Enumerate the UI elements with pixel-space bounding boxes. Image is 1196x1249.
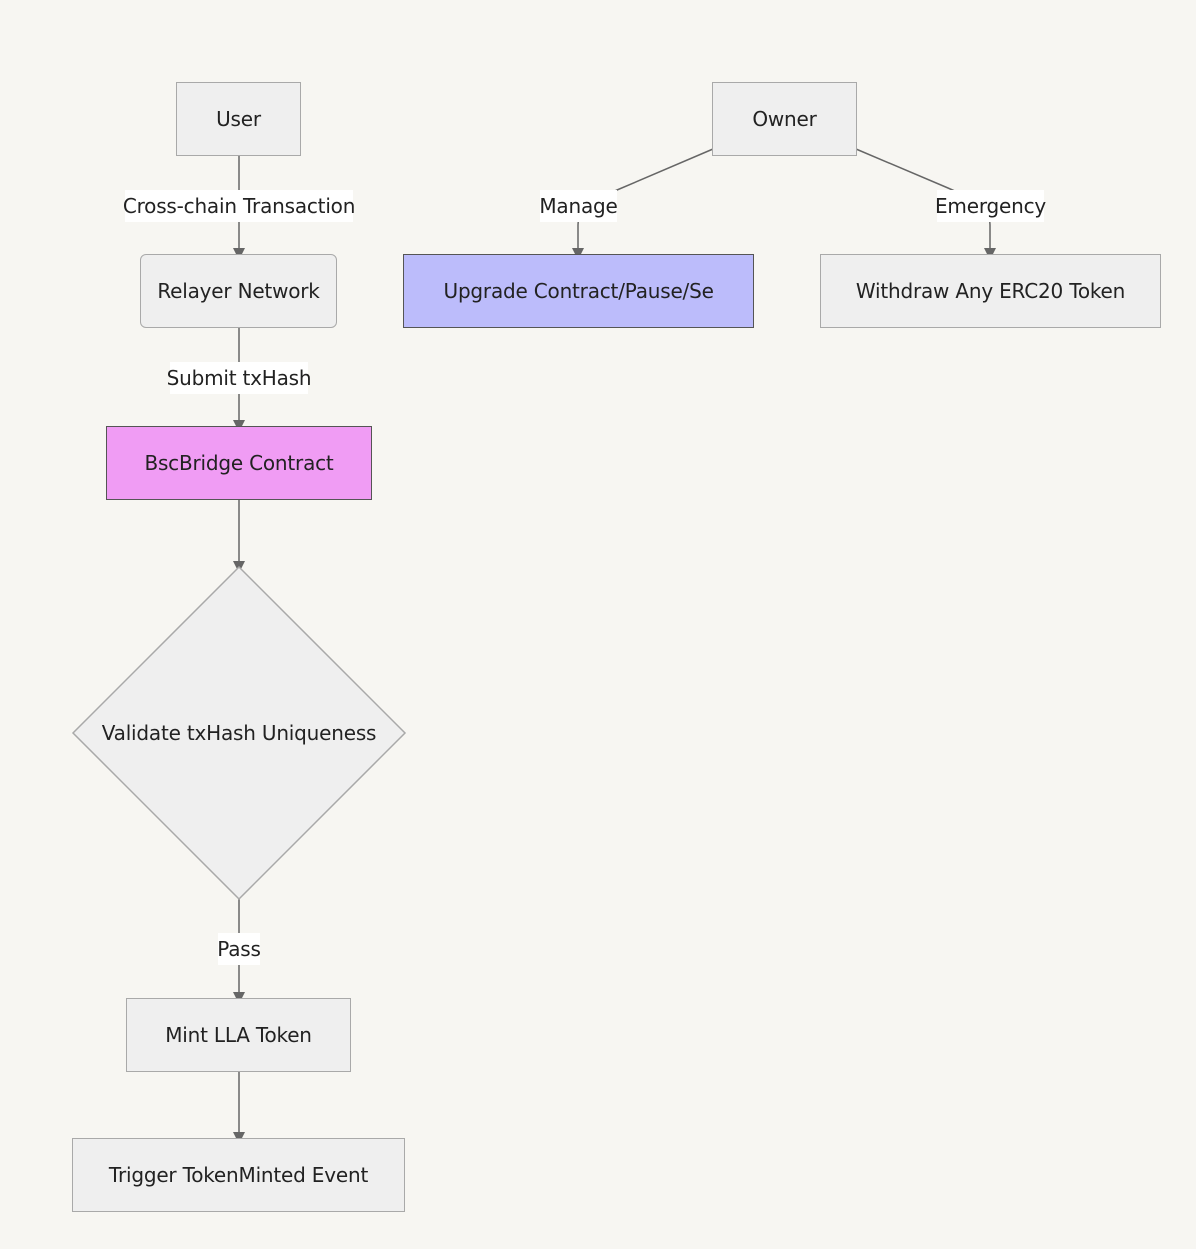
node-upgrade-contract-label: Upgrade Contract/Pause/Set (443, 279, 714, 303)
edge-label-cross-chain: Cross-chain Transaction (123, 190, 355, 222)
node-trigger-event[interactable]: Trigger TokenMinted Event (72, 1138, 405, 1212)
node-owner[interactable]: Owner (712, 82, 857, 156)
edge-label-manage: Manage (539, 190, 618, 222)
node-trigger-event-label: Trigger TokenMinted Event (108, 1163, 369, 1187)
validate-diamond-shape (71, 565, 407, 901)
node-validate-txhash-label: Validate txHash Uniqueness (101, 721, 377, 745)
node-relayer-network-label: Relayer Network (157, 279, 320, 303)
node-user[interactable]: User (176, 82, 301, 156)
edge-label-submit: Submit txHash (167, 362, 312, 394)
node-bscbridge-contract[interactable]: BscBridge Contract (106, 426, 372, 500)
node-upgrade-contract[interactable]: Upgrade Contract/Pause/Set (403, 254, 754, 328)
node-withdraw-token-label: Withdraw Any ERC20 Token (855, 279, 1126, 303)
node-mint-token[interactable]: Mint LLA Token (126, 998, 351, 1072)
node-mint-token-label: Mint LLA Token (165, 1023, 312, 1047)
node-withdraw-token[interactable]: Withdraw Any ERC20 Token (820, 254, 1161, 328)
edge-label-emergency: Emergency (935, 190, 1046, 222)
node-relayer-network[interactable]: Relayer Network (140, 254, 337, 328)
node-user-label: User (216, 107, 261, 131)
edge-label-pass: Pass (217, 933, 261, 965)
node-validate-txhash[interactable]: Validate txHash Uniqueness (73, 713, 405, 753)
node-owner-label: Owner (752, 107, 817, 131)
node-bscbridge-contract-label: BscBridge Contract (144, 451, 334, 475)
